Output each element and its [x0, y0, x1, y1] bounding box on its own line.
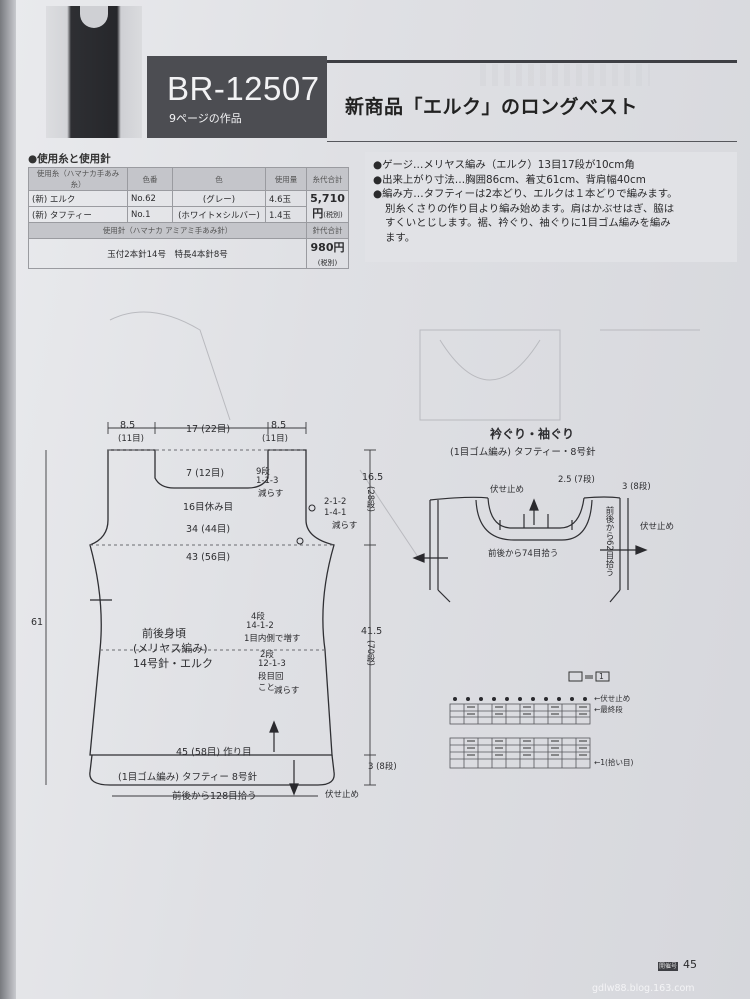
legend-bindoff: ←伏せ止め — [594, 694, 631, 703]
yarn-tax-note: (税別) — [323, 211, 343, 219]
spec-text: ●ゲージ…メリヤス編み（エルク）13目17段が10cm角 ●出来上がり寸法…胸囲… — [373, 158, 723, 246]
rib-label: (1目ゴム編み) タフティー 8号針 — [118, 772, 257, 783]
dimension-lines — [45, 422, 376, 797]
legend-last-row: ←最終段 — [594, 705, 623, 714]
dim-top-left: 8.5 — [120, 420, 136, 431]
neck-dec-note: 減らす — [258, 489, 284, 499]
yarn-table: 使用糸（ハマナカ手あみ糸） 色番 色 使用量 糸代合計 (新) エルク No.6… — [28, 167, 349, 269]
total-height: 61 — [31, 617, 44, 628]
dec-rule: 12-1-3 — [258, 659, 286, 669]
yarn-total: 5,710円 — [310, 192, 345, 220]
page-title: 新商品「エルク」のロングベスト — [345, 96, 638, 118]
dec-note-2: こと — [258, 683, 276, 693]
needle-tax-note: (税別) — [317, 259, 338, 267]
neck-pickup: 前後から74目拾う — [488, 549, 559, 559]
panel-title: 前後身頃 — [142, 627, 186, 640]
arm-pickup: 前後から62目拾う — [604, 506, 614, 577]
dec-rows: 2段 — [260, 650, 274, 660]
bindoff-note: 伏せ止め — [325, 790, 360, 800]
trim-bindoff-b: 伏せ止め — [640, 522, 675, 532]
needle-total: 980円 — [310, 241, 345, 254]
dec-note-3: 減らす — [274, 686, 300, 696]
book-spine — [0, 0, 16, 999]
direction-arrows — [90, 599, 299, 796]
spec-box — [365, 152, 737, 262]
panel-stitch: (メリヤス編み) — [133, 642, 208, 655]
page-number: 45 — [683, 958, 697, 971]
armhole-height: 16.5 — [362, 472, 384, 483]
marker-circle — [296, 537, 304, 545]
marker-circle — [308, 504, 316, 512]
product-photo — [46, 6, 142, 138]
stitch-legend — [449, 671, 610, 769]
body-panel-outline — [89, 449, 335, 786]
title-bar — [327, 60, 737, 142]
legend-pickup-row: ←1(拾い目) — [594, 758, 634, 767]
trim-title: 衿ぐり・袖ぐり — [490, 427, 575, 441]
trim-arrows — [412, 498, 648, 563]
arm-dec-1: 2-1-2 — [324, 497, 347, 507]
neck-dec-rule: 1-1-3 — [256, 476, 279, 486]
dim-top-mid: 17 (22目) — [186, 424, 231, 435]
table-row: (新) エルク No.62 (グレー) 4.6玉 5,710円(税別) — [28, 190, 349, 223]
method-line: ●編み方…タフティーは2本どり、エルクは１本どりで編みます。 — [373, 188, 678, 201]
body-height: 41.5 — [361, 626, 383, 637]
table-row: 玉付2本針14号 特長4本針8号 980円 (税別) — [28, 238, 349, 269]
dec-note-1: 段目回 — [258, 672, 284, 682]
neck-width: 7 (12目) — [186, 468, 225, 479]
table-row: (新) タフティー No.1 (ホワイト×シルバー) 1.4玉 — [28, 206, 349, 223]
watermark-url: gdlw88.blog.163.com — [592, 983, 695, 994]
method-line: ます。 — [385, 231, 416, 244]
pattern-code: BR-12507 — [167, 70, 320, 107]
needle-total-cell: 980円 (税別) — [306, 238, 349, 269]
pickup-note: 前後から128目拾う — [172, 791, 257, 802]
chest-width: 43 (56目) — [186, 552, 231, 563]
finished-size: ●出来上がり寸法…胸囲86cm、着丈61cm、背肩幅40cm — [373, 173, 646, 186]
inc-note: 1目内側で増す — [244, 634, 301, 644]
yarn-table-header: 使用糸（ハマナカ手あみ糸） 色番 色 使用量 糸代合計 — [28, 167, 349, 191]
neck-dec-rows: 9段 — [256, 467, 270, 477]
method-line: 別糸くさりの作り目より編み始めます。肩はかぶせはぎ、脇は — [385, 202, 675, 215]
trim-bindoff-a: 伏せ止め — [490, 485, 525, 495]
yarn-heading: ●使用糸と使用針 — [28, 153, 111, 165]
neck-rib-rows: 2.5 (7段) — [558, 475, 595, 485]
inc-rule: 14-1-2 — [246, 621, 274, 631]
col-total: 糸代合計 — [306, 167, 349, 191]
panel-needle: 14号針・エルク — [133, 657, 213, 670]
trim-subtitle: (1目ゴム編み) タフティー・8号針 — [450, 447, 596, 458]
yarn-total-cell: 5,710円(税別) — [306, 190, 349, 223]
dim-top-right: 8.5 — [271, 420, 287, 431]
bleed-through — [480, 64, 650, 86]
dim-top-right-st: (11目) — [262, 434, 288, 444]
arm-dec-3: 減らす — [332, 521, 358, 531]
body-rows: (70段) — [365, 640, 375, 666]
bleed-through-shapes — [109, 311, 700, 561]
trim-diagram-outline — [429, 496, 629, 603]
hem-width: 45 (58目) 作り目 — [176, 747, 252, 758]
armhole-rows: (28段) — [365, 486, 375, 512]
col-no: 色番 — [127, 167, 173, 191]
arm-rib-rows: 3 (8段) — [622, 482, 651, 492]
pattern-code-box: BR-12507 9ページの作品 — [147, 56, 327, 138]
shoulder-width: 34 (44目) — [186, 524, 231, 535]
dim-top-left-st: (11目) — [118, 434, 144, 444]
arm-dec-2: 1-4-1 — [324, 508, 347, 518]
inc-rows: 4段 — [251, 612, 265, 622]
method-line: すくいとじします。裾、衿ぐり、袖ぐりに1目ゴム編みを編み — [385, 217, 671, 230]
construction-lines — [90, 449, 334, 651]
col-qty: 使用量 — [265, 167, 307, 191]
needles: 玉付2本針14号 特長4本針8号 — [28, 238, 307, 269]
issue-badge: 開催号 — [658, 962, 678, 971]
page-reference: 9ページの作品 — [169, 112, 242, 125]
gauge: ●ゲージ…メリヤス編み（エルク）13目17段が10cm角 — [373, 159, 635, 171]
legend-key: 1 — [599, 672, 604, 681]
neck-bind: 16目休み目 — [183, 502, 234, 513]
rib-height: 3 (8段) — [368, 762, 397, 772]
col-yarn: 使用糸（ハマナカ手あみ糸） — [28, 167, 128, 191]
